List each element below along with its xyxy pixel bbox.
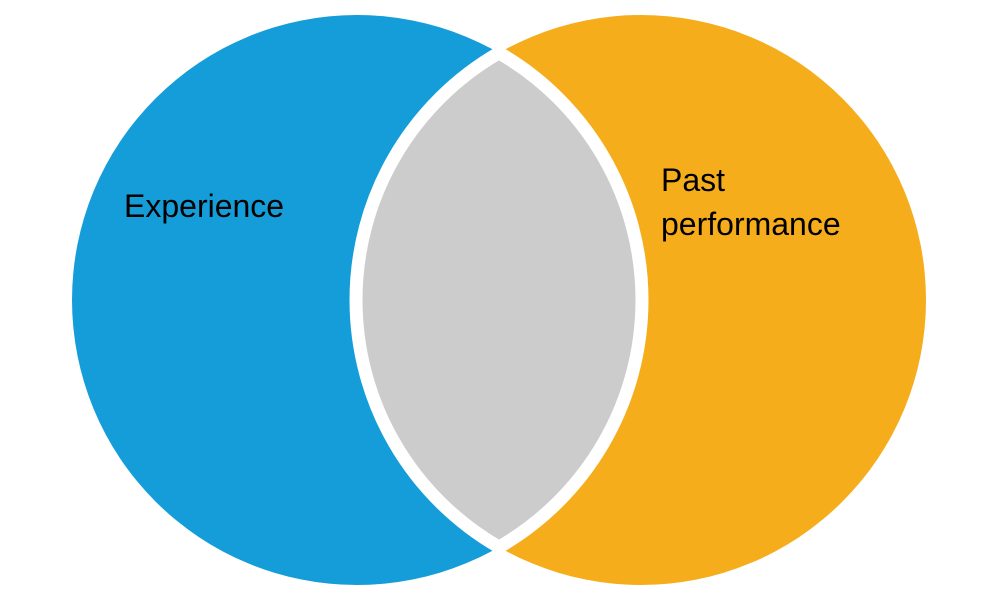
- intersection-lens: [349, 46, 649, 554]
- experience-label: Experience: [124, 188, 285, 224]
- past-performance-label: Past performance: [661, 162, 841, 242]
